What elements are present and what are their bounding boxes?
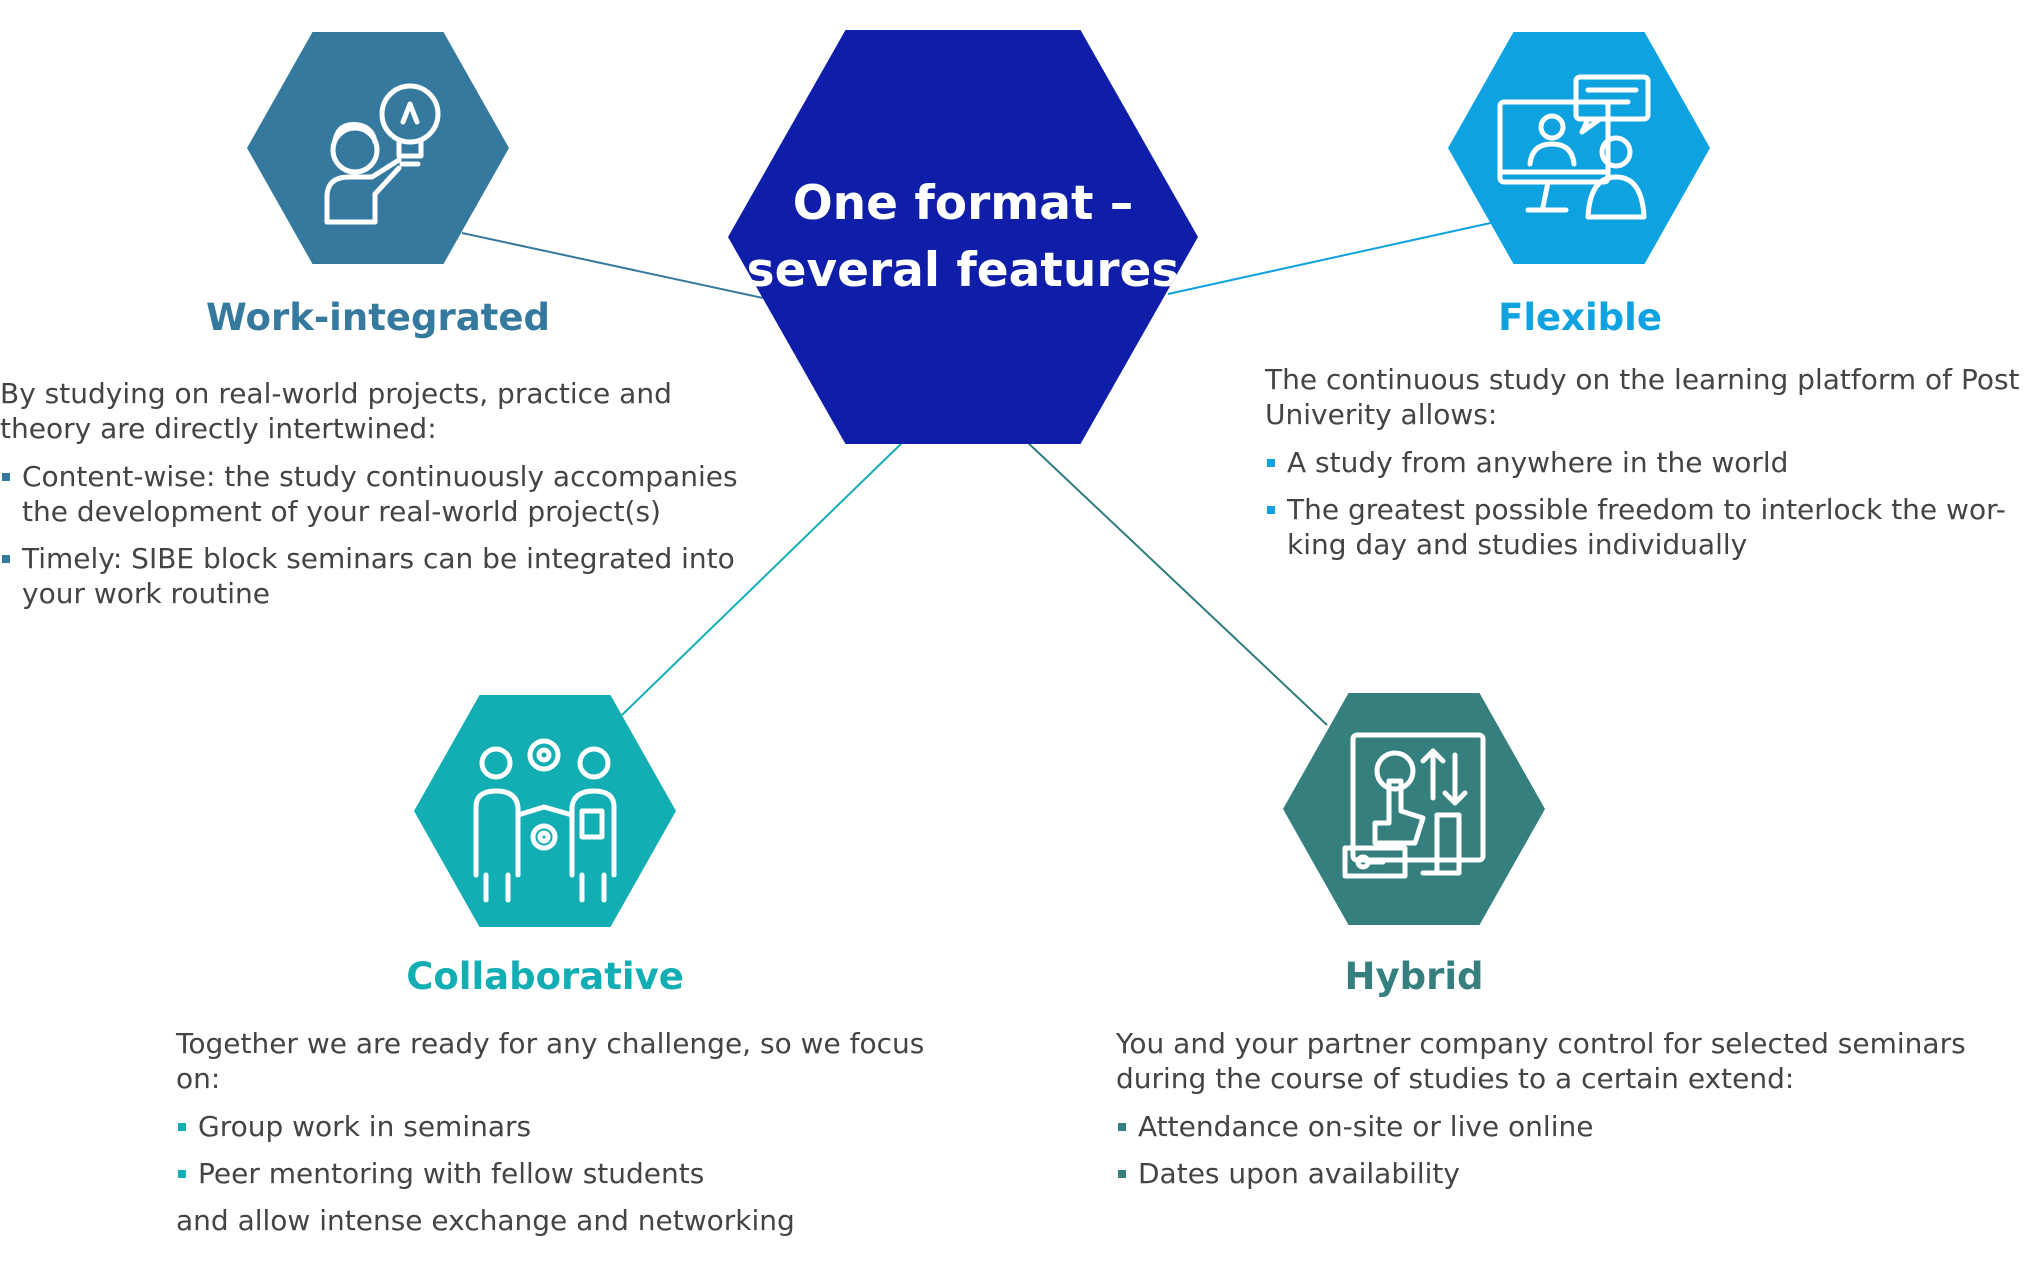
bullet-marker xyxy=(1267,506,1275,514)
connector-work-integrated xyxy=(461,232,764,299)
bullet-text: Group work in seminars xyxy=(198,1110,532,1143)
bullet-text: Timely: SIBE block seminars can be integ… xyxy=(22,542,735,610)
list-item: Content-wise: the study continuously acc… xyxy=(0,459,760,529)
hybrid-description: You and your partner company control for… xyxy=(1116,1026,1996,1203)
connector-collaborative xyxy=(621,439,906,716)
bullet-text: Attendance on-site or live online xyxy=(1138,1110,1594,1143)
teamwork-icon xyxy=(473,738,617,903)
collaborative-intro: Together we are ready for any challenge,… xyxy=(176,1027,925,1095)
bullet-text: Peer mentoring with fellow students xyxy=(198,1157,705,1190)
bullet-text: The greatest possible freedom to interlo… xyxy=(1287,493,2006,561)
connector-flexible xyxy=(1167,221,1496,295)
collaborative-bullets: Group work in seminars Peer mentoring wi… xyxy=(176,1109,946,1191)
work-integrated-bullets: Content-wise: the study continuously acc… xyxy=(0,459,760,611)
bullet-text: Content-wise: the study continuously acc… xyxy=(22,460,738,528)
collaborative-title: Collaborative xyxy=(406,955,684,998)
bullet-text: Dates upon availability xyxy=(1138,1157,1460,1190)
online-learning-icon xyxy=(1497,74,1651,220)
work-integrated-intro: By studying on real-world projects, prac… xyxy=(0,377,672,445)
list-item: Attendance on-site or live online xyxy=(1116,1109,1996,1144)
idea-person-icon xyxy=(324,83,441,225)
touch-control-icon xyxy=(1342,732,1486,879)
hybrid-title: Hybrid xyxy=(1344,955,1484,998)
bullet-marker xyxy=(2,473,10,481)
bullet-marker xyxy=(1118,1123,1126,1131)
hybrid-intro: You and your partner company control for… xyxy=(1116,1027,1966,1095)
list-item: Timely: SIBE block seminars can be integ… xyxy=(0,541,760,611)
list-item: The greatest possible freedom to interlo… xyxy=(1265,492,2030,562)
bullet-marker xyxy=(178,1123,186,1131)
flexible-intro: The continuous study on the learning pla… xyxy=(1265,363,2020,431)
flexible-title: Flexible xyxy=(1498,296,1662,339)
collaborative-outro: and allow intense exchange and networkin… xyxy=(176,1204,795,1237)
center-title-line2: several features xyxy=(746,243,1180,298)
collaborative-description: Together we are ready for any challenge,… xyxy=(176,1026,946,1238)
hybrid-bullets: Attendance on-site or live online Dates … xyxy=(1116,1109,1996,1191)
bullet-marker xyxy=(2,555,10,563)
center-title: One format – several features xyxy=(728,30,1198,444)
bullet-text: A study from anywhere in the world xyxy=(1287,446,1789,479)
bullet-marker xyxy=(1267,459,1275,467)
work-integrated-title: Work-integrated xyxy=(206,296,550,339)
flexible-description: The continuous study on the learning pla… xyxy=(1265,362,2030,574)
list-item: A study from anywhere in the world xyxy=(1265,445,2030,480)
bullet-marker xyxy=(178,1170,186,1178)
list-item: Peer mentoring with fellow students xyxy=(176,1156,946,1191)
list-item: Dates upon availability xyxy=(1116,1156,1996,1191)
center-title-line1: One format – xyxy=(792,176,1134,231)
list-item: Group work in seminars xyxy=(176,1109,946,1144)
work-integrated-description: By studying on real-world projects, prac… xyxy=(0,376,760,623)
connector-hybrid xyxy=(1024,439,1328,726)
flexible-bullets: A study from anywhere in the world The g… xyxy=(1265,445,2030,562)
collaborative-hexagon xyxy=(414,695,676,927)
bullet-marker xyxy=(1118,1170,1126,1178)
